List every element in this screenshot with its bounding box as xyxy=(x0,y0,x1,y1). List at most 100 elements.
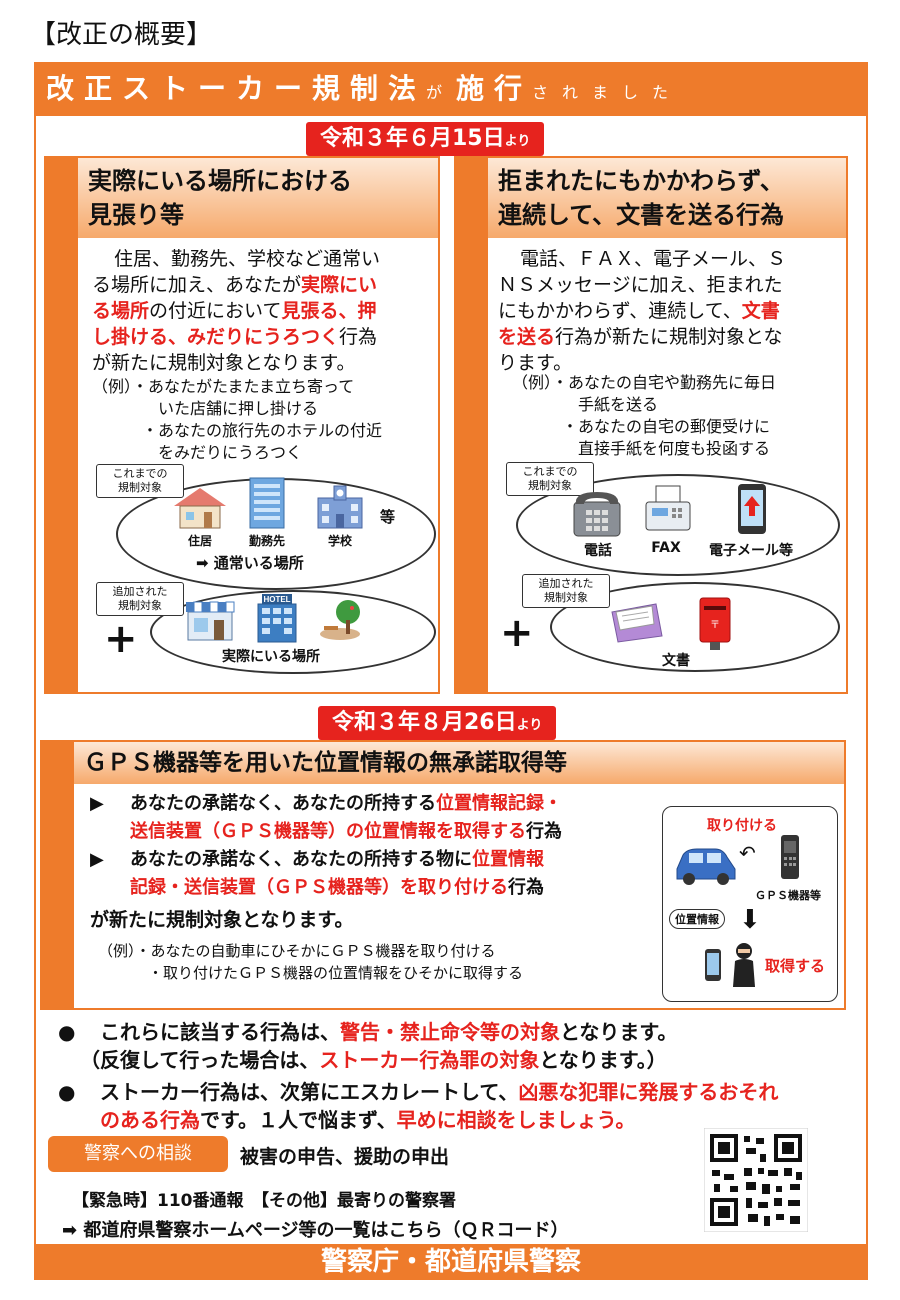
body-line: 住居、勤務先、学校など通常い xyxy=(114,248,381,270)
highlight-text: 文書 xyxy=(741,300,780,322)
text-run: です。１人で悩まず、 xyxy=(200,1108,397,1132)
body-line: 電話、ＦＡＸ、電子メール、Ｓ xyxy=(520,248,787,270)
caption-fax: FAX xyxy=(651,540,681,556)
example-label: （例） xyxy=(92,377,133,396)
highlight-text: 位置情報記録・ xyxy=(436,793,562,814)
panel-bunsho: 拒まれたにもかかわらず、 連続して、文書を送る行為 電話、ＦＡＸ、電子メール、Ｓ… xyxy=(454,156,848,694)
text-run: 行為 xyxy=(526,821,562,842)
highlight-text: 見張る、押 xyxy=(281,300,377,322)
body-line: し掛ける、みだりにうろつく行為 xyxy=(92,324,428,350)
suspicious-person-icon xyxy=(733,943,755,987)
text-run: となります。） xyxy=(539,1048,667,1072)
text-run: ストーカー行為は、次第にエスカレートして、 xyxy=(100,1080,519,1104)
svg-text:〒: 〒 xyxy=(710,620,720,631)
panel-side-bar xyxy=(46,158,78,692)
text-run: あなたの承諾なく、あなたの所持する xyxy=(130,793,436,814)
arrow-caption: ➡ 通常いる場所 xyxy=(196,552,304,573)
bullet-dot-icon: ● xyxy=(58,1080,76,1104)
gps-body: ▶ あなたの承諾なく、あなたの所持する位置情報記録・ 送信装置（ＧＰＳ機器等）の位… xyxy=(90,790,650,934)
highlight-text: 警告・禁止命令等の対象 xyxy=(340,1020,560,1044)
highlight-text: を送る xyxy=(498,326,556,348)
telephone-icon xyxy=(573,492,621,537)
park-icon xyxy=(320,600,360,640)
date-text: 令和３年８月26日 xyxy=(332,710,517,735)
caption-house: 住居 xyxy=(187,534,212,548)
example-line: 手紙を送る xyxy=(578,395,659,414)
text-run: にもかかわらず、連続して、 xyxy=(498,300,742,322)
qr-code-icon[interactable] xyxy=(704,1128,808,1232)
date-text: 令和３年６月15日 xyxy=(320,126,505,151)
example-block: （例）・あなたがたまたま立ち寄って いた店舗に押し掛ける ・あなたの旅行先のホテ… xyxy=(92,376,432,464)
note-1: ●これらに該当する行為は、警告・禁止命令等の対象となります。 xyxy=(58,1018,677,1046)
heading-line-2: 連続して、文書を送る行為 xyxy=(498,201,785,229)
plus-icon: + xyxy=(104,616,138,662)
title-main: 改正ストーカー規制法 xyxy=(46,72,427,105)
note-2-cont: のある行為です。１人で悩まず、早めに相談をしましょう。 xyxy=(100,1106,635,1134)
fig-get-label: 取得する xyxy=(765,957,826,975)
example-line: （例）・あなたがたまたま立ち寄って xyxy=(92,376,432,398)
panel-heading: 拒まれたにもかかわらず、 連続して、文書を送る行為 xyxy=(488,158,846,238)
example-text: ・あなたがたまたま立ち寄って xyxy=(132,377,355,396)
date-yori: より xyxy=(504,134,531,149)
example-line: 直接手紙を何度も投函する xyxy=(578,439,771,458)
hotel-sign: HOTEL xyxy=(263,595,290,604)
highlight-text: ストーカー行為罪の対象 xyxy=(319,1048,540,1072)
fig-info-label: 位置情報 xyxy=(669,909,725,929)
body-line: を送る行為が新たに規制対象とな xyxy=(498,324,836,350)
highlight-text: のある行為 xyxy=(100,1108,200,1132)
highlight-text: 送信装置（ＧＰＳ機器等）の位置情報を取得する xyxy=(130,821,526,842)
heading-line-1: 実際にいる場所における xyxy=(88,167,352,195)
office-building-icon xyxy=(249,477,285,529)
example-line: ・あなたの旅行先のホテルの付近 xyxy=(142,421,383,440)
highlight-text: 凶悪な犯罪に発展するおそれ xyxy=(518,1080,779,1104)
highlight-text: 記録・送信装置（ＧＰＳ機器等）を取り付ける xyxy=(130,877,508,898)
text-run: これらに該当する行為は、 xyxy=(100,1020,340,1044)
panel-body-text: 住居、勤務先、学校など通常い る場所に加え、あなたが実際にい る場所の付近におい… xyxy=(92,246,428,376)
text-run: る場所に加え、あなたが xyxy=(92,274,302,296)
title-tail: されました xyxy=(532,83,683,102)
example-line: いた店舗に押し掛ける xyxy=(158,399,319,418)
body-line: にもかかわらず、連続して、文書 xyxy=(498,298,836,324)
hotel-icon: HOTEL xyxy=(257,594,297,643)
example-line: ・あなたの自宅の郵便受けに xyxy=(562,417,771,436)
highlight-text: し掛ける、みだりにうろつく xyxy=(92,326,340,348)
text-run: となります。 xyxy=(560,1020,678,1044)
gps-device-icon xyxy=(781,835,799,879)
qr-link[interactable]: ➡ 都道府県警察ホームページ等の一覧はこちら（ＱＲコード） xyxy=(62,1216,568,1242)
text-run: （反復して行った場合は、 xyxy=(80,1048,320,1072)
letter-envelope-icon xyxy=(611,603,663,643)
panel-mihari: 実際にいる場所における 見張り等 住居、勤務先、学校など通常い る場所に加え、あ… xyxy=(44,156,440,694)
added-ellipse xyxy=(150,590,436,674)
gps-item-2: ▶あなたの承諾なく、あなたの所持する物に位置情報 xyxy=(90,846,650,874)
tag-added: 追加された 規制対象 xyxy=(522,574,610,608)
gps-conclusion: が新たに規制対象となります。 xyxy=(90,909,354,931)
highlight-text: 実際にい xyxy=(301,274,378,296)
footer-organization: 警察庁・都道府県警察 xyxy=(34,1244,868,1280)
panel-side-bar xyxy=(456,158,488,692)
consult-description: 被害の申告、援助の申出 xyxy=(240,1146,450,1168)
body-line: る場所の付近において見張る、押 xyxy=(92,298,428,324)
date-yori: より xyxy=(516,718,543,733)
shop-icon xyxy=(186,601,235,641)
example-text: ・あなたの自宅や勤務先に毎日 xyxy=(552,373,777,392)
header-label: 【改正の概要】 xyxy=(30,20,213,50)
fig-device-label: ＧＰＳ機器等 xyxy=(755,889,821,902)
body-line: ＮＳメッセージに加え、拒まれた xyxy=(498,274,783,296)
caption-phone: 電話 xyxy=(584,543,612,559)
example-line: （例）・あなたの自宅や勤務先に毎日 xyxy=(512,372,842,394)
panel-body-text: 電話、ＦＡＸ、電子メール、Ｓ ＮＳメッセージに加え、拒まれた にもかかわらず、連… xyxy=(498,246,836,376)
example-line: をみだりにうろつく xyxy=(158,443,303,462)
plus-icon: + xyxy=(500,610,534,656)
date-badge-june: 令和３年６月15日より xyxy=(306,122,545,156)
house-icon xyxy=(174,488,226,529)
text-run: あなたの承諾なく、あなたの所持する物に xyxy=(130,849,472,870)
consult-button[interactable]: 警察への相談 xyxy=(48,1136,228,1172)
title-sekou: 施行 xyxy=(456,72,533,105)
fax-icon xyxy=(645,485,691,531)
triangle-bullet-icon: ▶ xyxy=(90,793,104,814)
text-run: 行為 xyxy=(508,877,544,898)
caption-office: 勤務先 xyxy=(248,534,285,548)
added-ellipse xyxy=(550,582,840,672)
example-label: （例） xyxy=(98,942,136,960)
date-badge-august: 令和３年８月26日より xyxy=(318,706,557,740)
